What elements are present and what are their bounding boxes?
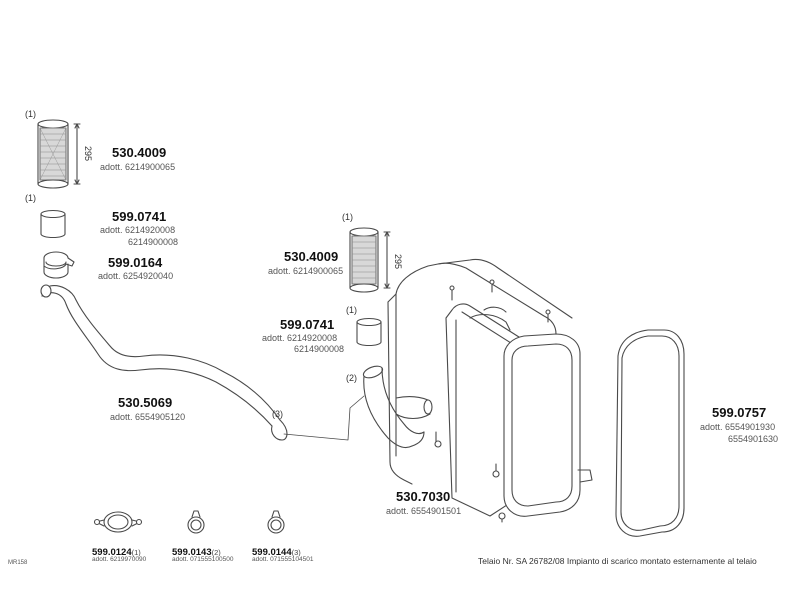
drawing-reference: MR158 [8,560,28,566]
bent-pipe-drawing [40,284,288,441]
part-6-adott-2: 6214900008 [294,344,345,354]
sleeve-drawing-left [40,209,66,239]
flex-pipe-drawing-top-left [37,119,81,189]
part-4-code: 530.5069 [118,395,173,410]
clamp-drawing-left [43,251,75,279]
part-9-adott-1: adott. 6554901930 [700,422,776,432]
part-1-qty: (1) [25,109,36,119]
clamp-small-1-drawing [93,511,143,533]
clamp-1-qty: (1) [131,548,141,557]
part-3-adott: adott. 6254920040 [98,271,174,281]
part-2-adott-2: 6214900008 [128,237,179,247]
clamp-3-qty: (3) [291,548,301,557]
muffler-drawing [387,258,593,523]
part-6-code: 599.0741 [280,317,335,332]
footer-note: Telaio Nr. SA 26782/08 Impianto di scari… [478,556,757,566]
part-1-code: 530.4009 [112,145,167,160]
part-5-dimension: 295 [393,254,403,270]
part-8-code: 530.7030 [396,489,451,504]
gasket-panel-drawing [615,329,685,537]
part-1-dimension: 295 [83,146,93,162]
clamp-1-label: 599.0124(1) [92,543,141,559]
connection-line-left [283,395,365,441]
elbow-pipe-drawing [362,365,425,449]
part-6-adott-1: adott. 6214920008 [262,333,338,343]
part-5-qty: (1) [342,212,353,222]
clamp-1-adott: adott. 6219970090 [92,556,147,563]
clamp-3-adott: adott. 071555104501 [252,556,314,563]
part-6-qty: (1) [346,305,357,315]
part-4-adott: adott. 6554905120 [110,412,186,422]
part-2-code: 599.0741 [112,209,167,224]
clamp-small-3-drawing [267,510,285,534]
clamp-2-label: 599.0143(2) [172,543,221,559]
part-5-code: 530.4009 [284,249,339,264]
clamp-2-code: 599.0143 [172,547,212,558]
clamp-3-label: 599.0144(3) [252,543,301,559]
part-1-adott: adott. 6214900065 [100,162,176,172]
part-4-qty: (3) [272,409,283,419]
part-9-adott-2: 6554901630 [728,434,779,444]
part-8-adott: adott. 6554901501 [386,506,462,516]
part-2-qty: (1) [25,193,36,203]
clamp-1-code: 599.0124 [92,547,132,558]
part-2-adott-1: adott. 6214920008 [100,225,176,235]
flex-pipe-drawing-middle [349,227,391,293]
clamp-2-qty: (2) [211,548,221,557]
clamp-3-code: 599.0144 [252,547,292,558]
clamp-2-adott: adott. 071555100500 [172,556,234,563]
part-9-code: 599.0757 [712,405,767,420]
part-3-code: 599.0164 [108,255,163,270]
clamp-small-2-drawing [187,510,205,534]
part-5-adott: adott. 6214900065 [268,266,344,276]
sleeve-drawing-middle [356,317,382,347]
part-7-qty: (2) [346,373,357,383]
